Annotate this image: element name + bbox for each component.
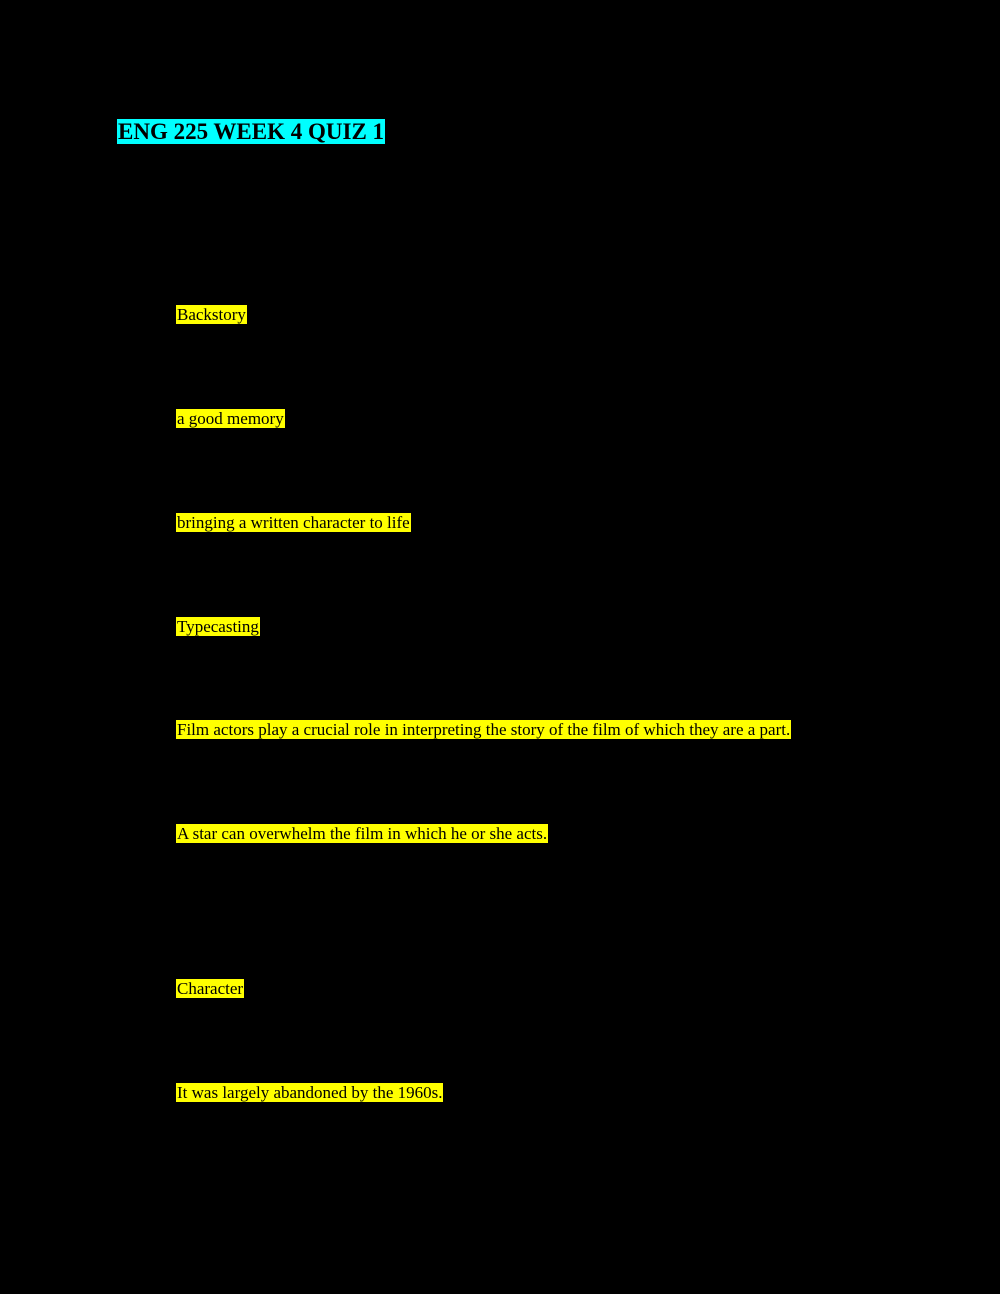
answer-text: A star can overwhelm the film in which h… xyxy=(176,824,549,843)
answer-line: Character xyxy=(176,977,245,1000)
answer-line: bringing a written character to life xyxy=(176,511,411,534)
answer-text: Film actors play a crucial role in inter… xyxy=(176,720,792,739)
answer-text: It was largely abandoned by the 1960s. xyxy=(176,1083,444,1102)
answer-text: Character xyxy=(176,979,245,998)
page-title: ENG 225 WEEK 4 QUIZ 1 xyxy=(117,118,386,146)
page-title-text: ENG 225 WEEK 4 QUIZ 1 xyxy=(117,119,386,144)
answer-line: Backstory xyxy=(176,303,247,326)
answer-line: Film actors play a crucial role in inter… xyxy=(176,718,792,741)
answer-line: a good memory xyxy=(176,407,285,430)
answer-text: a good memory xyxy=(176,409,285,428)
answer-text: Backstory xyxy=(176,305,247,324)
answer-text: Typecasting xyxy=(176,617,260,636)
answer-line: Typecasting xyxy=(176,615,260,638)
answer-line: It was largely abandoned by the 1960s. xyxy=(176,1081,444,1104)
answer-text: bringing a written character to life xyxy=(176,513,411,532)
answer-line: A star can overwhelm the film in which h… xyxy=(176,822,549,845)
